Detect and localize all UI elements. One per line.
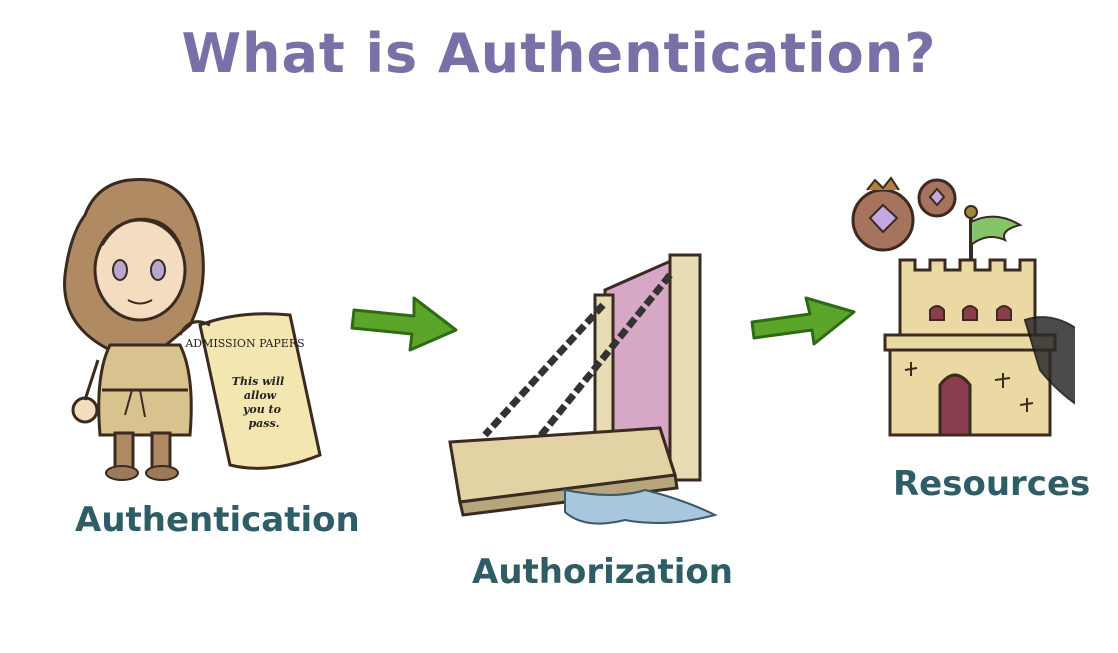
scroll-line-2: allow [244,389,277,402]
hooded-traveler-illustration: ADMISSION PAPERS This will allow you to … [40,175,340,485]
scroll-line-4: pass. [248,417,279,430]
scroll-heading: ADMISSION PAPERS [184,337,304,350]
scroll-line-1: This will [232,375,284,388]
scroll-line-3: you to [242,403,281,416]
castle-illustration [845,170,1075,445]
label-authorization: Authorization [472,552,733,592]
arrow-icon-1 [350,292,460,352]
label-resources: Resources [893,464,1091,504]
arrow-icon-2 [748,292,858,352]
label-authentication: Authentication [75,500,360,540]
page-title: What is Authentication? [181,22,937,85]
drawbridge-illustration [445,250,725,530]
